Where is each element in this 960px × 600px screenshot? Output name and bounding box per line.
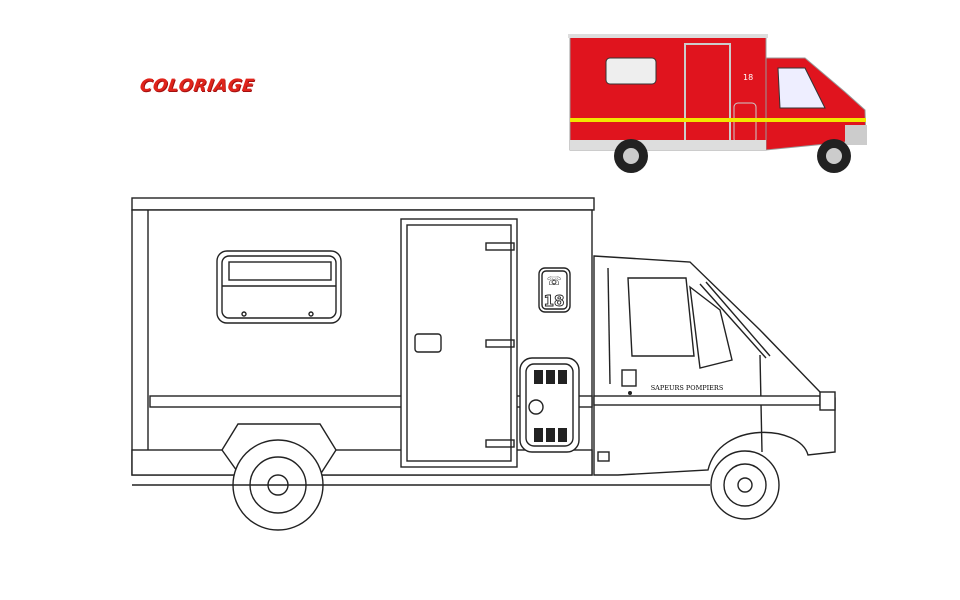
phone-icon: ☏: [546, 274, 561, 288]
door-lettering: SAPEURS POMPIERS: [651, 384, 724, 392]
colored-truck-body: 18: [568, 34, 867, 173]
outline-fire-truck: ☏ 18 SAPEURS POMPIERS: [131, 197, 836, 531]
emergency-number: 18: [544, 292, 565, 310]
small-emergency-number: 18: [743, 73, 753, 82]
